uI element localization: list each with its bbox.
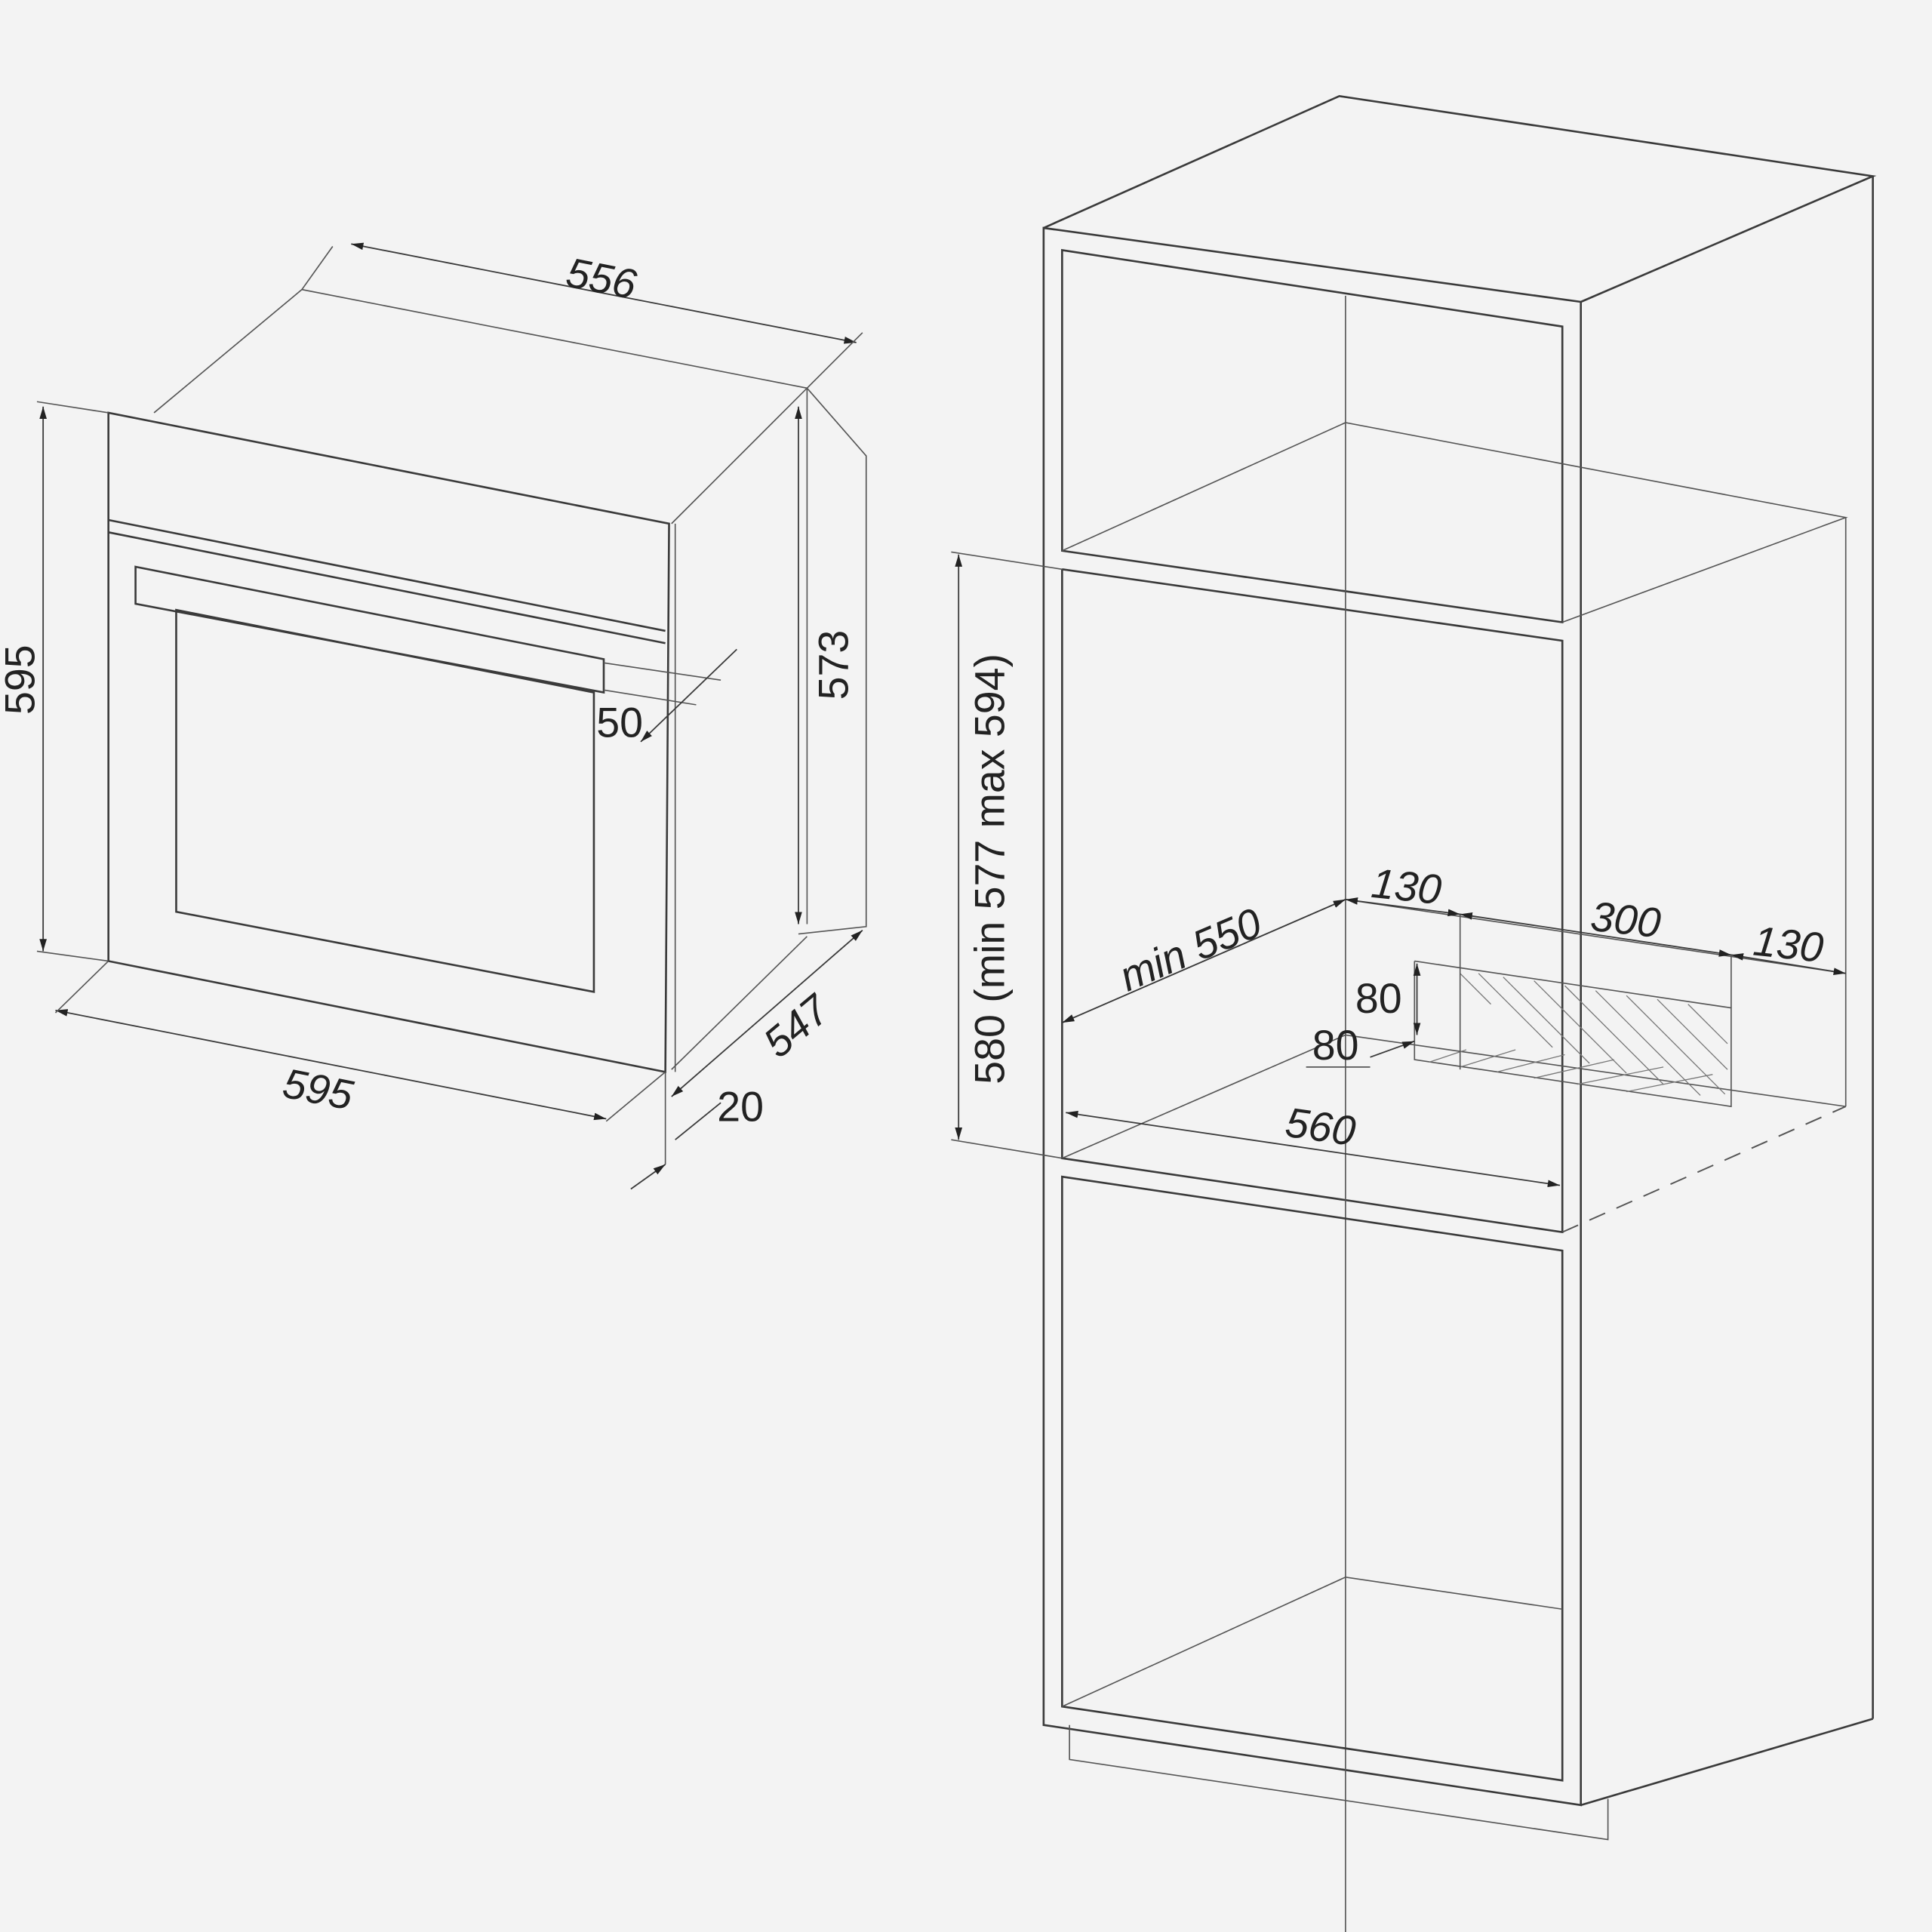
oven-front xyxy=(107,411,670,1073)
oven-drawing xyxy=(107,288,809,1164)
dim-niche-depth: min 550 xyxy=(1112,899,1268,1000)
oven-dimensions: 556 595 573 50 595 547 20 xyxy=(0,242,867,1190)
dim-niche-width: 560 xyxy=(1283,1099,1358,1155)
vent-hatching xyxy=(1429,973,1728,1096)
dim-vent-right: 130 xyxy=(1751,918,1826,971)
dim-height: 595 xyxy=(0,645,44,715)
cabinet-dimensions: 580 (min 577 max 594) min 550 130 300 13… xyxy=(951,551,1846,1188)
dim-niche-height: 580 (min 577 max 594) xyxy=(967,654,1014,1084)
dim-depth: 547 xyxy=(755,985,839,1066)
dim-handle: 50 xyxy=(596,699,643,746)
dim-door: 20 xyxy=(717,1084,764,1131)
cabinet-drawing xyxy=(1042,94,1877,1932)
dim-vent-height: 80 xyxy=(1355,975,1402,1022)
dim-vent-left: 130 xyxy=(1369,860,1444,913)
cabinet-front xyxy=(1042,226,1582,1807)
dim-vent-depth: 80 xyxy=(1312,1022,1359,1069)
bottom-compartment xyxy=(1061,1175,1564,1782)
dim-body-height: 573 xyxy=(810,630,857,700)
dim-front-width: 595 xyxy=(279,1060,357,1119)
oven-window xyxy=(175,608,595,993)
oven-handle xyxy=(134,565,605,694)
control-panel-edge xyxy=(108,518,666,632)
dim-top-width: 556 xyxy=(562,249,640,309)
dim-vent-width: 300 xyxy=(1589,893,1663,946)
door-top-edge xyxy=(108,531,666,645)
oven-top-face xyxy=(153,288,809,525)
top-compartment xyxy=(1061,248,1564,623)
